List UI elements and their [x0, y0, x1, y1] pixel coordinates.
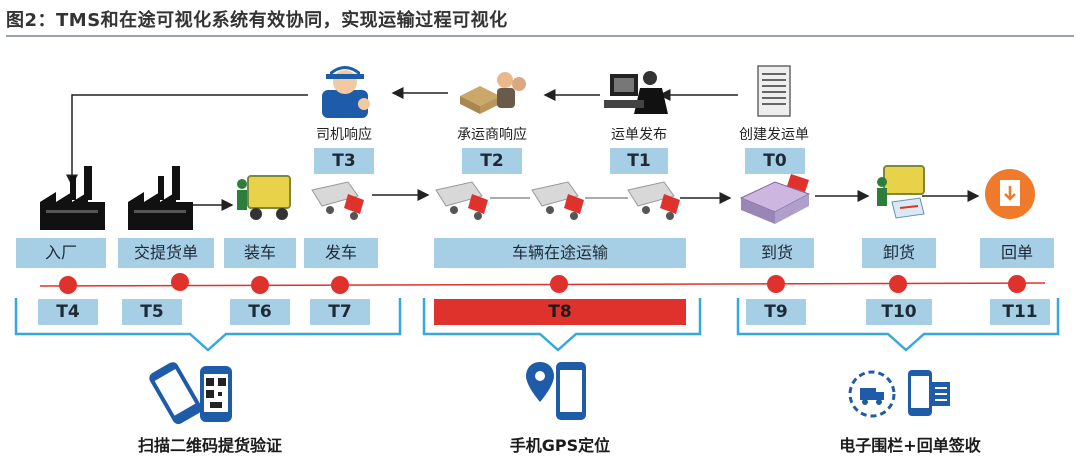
truck-transit-icon-2 — [531, 181, 584, 220]
stage-label-t6: 装车 — [224, 238, 296, 268]
tag-t8: T8 — [434, 299, 686, 325]
timeline-dot-t7 — [331, 276, 349, 294]
stage-label-t4: 入厂 — [16, 238, 106, 268]
bracket-mid — [422, 298, 702, 352]
stage-label-t8: 车辆在途运输 — [434, 238, 686, 268]
tag-t0: T0 — [745, 148, 805, 174]
tag-t5: T5 — [122, 299, 182, 325]
carrier-icon — [460, 72, 526, 114]
arrival-truck-icon — [739, 174, 811, 224]
tag-t3: T3 — [314, 148, 374, 174]
timeline-line — [39, 282, 1046, 287]
receipt-return-icon — [985, 169, 1035, 219]
stage-label-t9: 到货 — [740, 238, 814, 268]
stage-label-t7: 发车 — [304, 238, 378, 268]
timeline-dot-t9 — [767, 275, 785, 293]
timeline-dot-t5 — [171, 273, 189, 291]
truck-transit-icon-3 — [627, 181, 680, 220]
truck-transit-icon-1 — [435, 181, 488, 220]
step-label-t1: 运单发布 — [611, 127, 667, 143]
tag-t11: T11 — [990, 299, 1050, 325]
caption-gps: 手机GPS定位 — [509, 436, 611, 455]
timeline-dot-t11 — [1008, 275, 1026, 293]
tag-t2: T2 — [462, 148, 522, 174]
timeline-dot-t4 — [59, 276, 77, 294]
caption-qr-verify: 扫描二维码提货验证 — [137, 436, 282, 455]
document-icon — [757, 65, 791, 117]
stage-label-t11: 回单 — [980, 238, 1054, 268]
stage-label-t5: 交提货单 — [118, 238, 214, 268]
tag-t10: T10 — [866, 299, 932, 325]
waybill-publish-icon — [604, 71, 668, 114]
truck-depart-icon — [311, 181, 364, 220]
tag-t4: T4 — [38, 299, 98, 325]
factory-icon — [40, 166, 105, 230]
arrow-t3-t4 — [66, 94, 308, 187]
phone-qr-icon — [149, 362, 232, 425]
title-rule — [6, 35, 1074, 37]
geofence-receipt-icon — [848, 370, 950, 418]
stage-label-t10: 卸货 — [862, 238, 936, 268]
loading-truck-icon — [237, 175, 291, 220]
timeline-dot-t8 — [550, 275, 568, 293]
timeline-dot-t6 — [251, 276, 269, 294]
bracket-right — [736, 298, 1060, 352]
step-label-t2: 承运商响应 — [457, 127, 527, 143]
tag-t9: T9 — [746, 299, 806, 325]
timeline-dot-t10 — [889, 275, 907, 293]
tag-t7: T7 — [310, 299, 370, 325]
phone-gps-icon — [526, 362, 586, 420]
page-title: 图2：TMS和在途可视化系统有效协同，实现运输过程可视化 — [6, 10, 508, 31]
tag-t6: T6 — [230, 299, 290, 325]
step-label-t0: 创建发运单 — [739, 127, 809, 143]
driver-icon — [322, 66, 370, 118]
factory-icon-2 — [128, 166, 193, 230]
unloading-icon — [877, 165, 925, 219]
step-label-t3: 司机响应 — [316, 127, 372, 143]
caption-geofence: 电子围栏+回单签收 — [839, 436, 981, 455]
tag-t1: T1 — [610, 148, 668, 174]
bracket-left — [14, 298, 402, 352]
